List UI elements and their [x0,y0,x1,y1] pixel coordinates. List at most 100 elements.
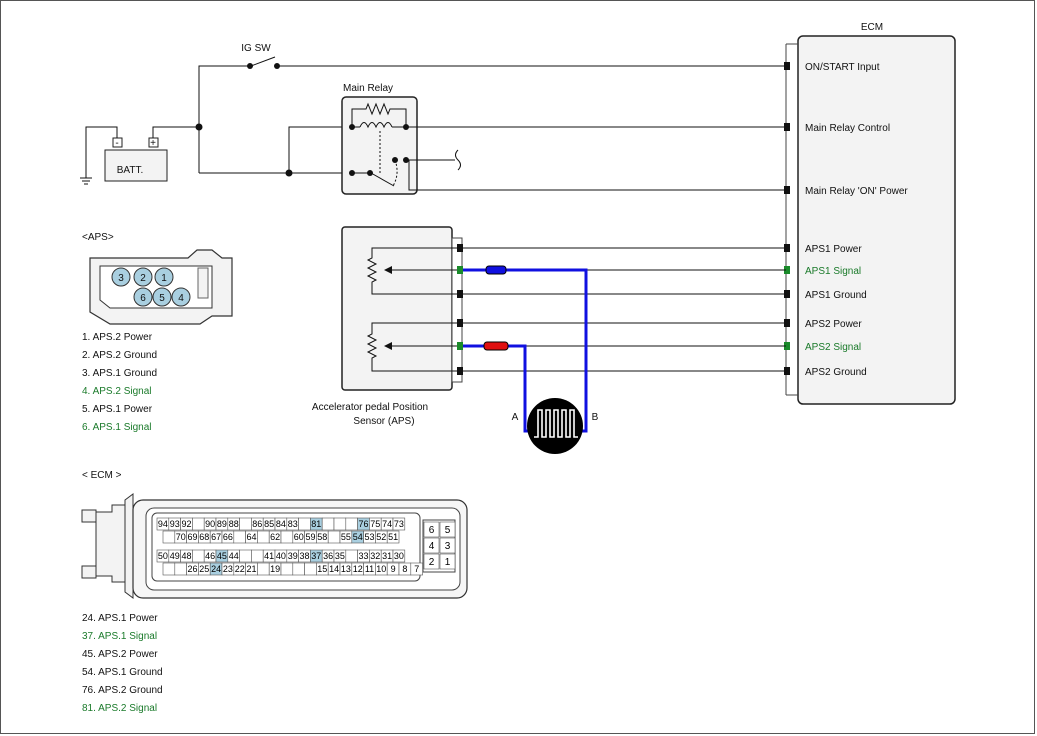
ecm-connector-pin-number: 10 [376,564,386,574]
ecm-connector-cell [392,549,406,563]
ecm-connector-cell [192,549,205,563]
legend-item: 81. APS.2 Signal [82,703,158,714]
ecm-connector-pin-number: 36 [323,551,333,561]
ecm-connector-pin-number: 31 [382,551,392,561]
legend-item: 76. APS.2 Ground [82,685,163,696]
ecm-connector-cell [304,562,317,576]
ecm-connector-cell [345,549,358,563]
ecm-connector-pin-number: 60 [294,532,304,542]
ecm-connector-pin-number: 4 [429,541,435,552]
ecm-pin-terminal [784,62,790,70]
ecm-connector-pin-number: 76 [358,519,368,529]
ecm-pin-terminal [784,244,790,252]
ecm-connector-pin-number: 6 [429,525,435,536]
ecm-pin-label: Main Relay 'ON' Power [805,186,908,197]
aps-pin [111,267,131,287]
ecm-pin-label: Main Relay Control [805,123,890,134]
legend-item: 54. APS.1 Ground [82,667,163,678]
ecm-connector-pin-number: 89 [217,519,227,529]
ig-switch-blade [250,56,276,67]
ecm-connector-pin-number: 62 [270,532,280,542]
ecm-connector-pin-number: 67 [211,532,221,542]
ecm-pin-label: APS1 Signal [805,266,861,277]
ecm-connector-pin-number: 14 [329,564,339,574]
ecm-connector-pin-number: 81 [311,519,321,529]
ecm-connector-pin-number: 68 [199,532,209,542]
ecm-connector-cell [257,530,270,544]
ecm-connector-header: < ECM > [82,470,122,481]
ecm-pin-terminal [784,290,790,298]
probe-a-clip [483,341,509,351]
ecm-connector-pin-number: 3 [445,541,451,552]
aps-sensor-label-line2: Sensor (APS) [353,416,414,427]
ecm-connector-pin-number: 12 [353,564,363,574]
ecm-connector-pin-number: 26 [187,564,197,574]
legend-item: 3. APS.1 Ground [82,368,158,379]
ecm-pin-label: APS1 Power [805,244,862,255]
ecm-connector-pin-number: 38 [299,551,309,561]
ecm-connector-pin-number: 53 [364,532,374,542]
ecm-box [797,35,956,405]
ecm-pin-label: APS2 Signal [805,342,861,353]
aps-connector-header: <APS> [82,232,114,243]
aps2-potentiometer-icon [366,322,458,372]
ecm-connector-pin-number: 73 [394,519,404,529]
ecm-connector-cell [423,537,440,554]
probe-a-wire [463,344,533,433]
aps-pin [133,267,153,287]
ecm-connector-pin-number: 11 [365,564,374,574]
ecm-connector-cell [239,517,252,531]
ecm-connector-pin-number: 92 [181,519,191,529]
legend-item: 5. APS.1 Power [82,404,153,415]
legend-item: 45. APS.2 Power [82,649,158,660]
aps-sensor-box [341,226,453,391]
ecm-connector-cell [280,562,294,576]
ecm-pin-terminal [784,342,790,350]
ecm-connector-icon [81,493,468,599]
aps1-potentiometer-icon [366,247,458,295]
ecm-pin-terminal [784,266,790,274]
ecm-connector-pin-number: 33 [358,551,368,561]
ecm-connector-pin-number: 66 [223,532,233,542]
probe-b-label: B [592,412,599,423]
ig-switch-contact-left [247,63,253,69]
ecm-connector-pin-number: 44 [229,551,239,561]
ecm-connector-cell [392,517,406,531]
ecm-connector-pin-number: 70 [176,532,186,542]
main-relay-box [341,96,418,195]
aps-pin-number: 1 [161,273,167,284]
ecm-pin-terminal [784,367,790,375]
ecm-connector-pin-number: 85 [264,519,274,529]
aps-pin [171,287,191,307]
ecm-connector-pin-number: 1 [445,557,451,568]
legend-item: 37. APS.1 Signal [82,631,158,642]
battery-minus: - [115,138,118,149]
ecm-connector-pin-number: 40 [276,551,286,561]
ecm-connector-cell [439,553,456,570]
ecm-connector-pin-number: 93 [170,519,180,529]
battery-label: BATT. [117,165,143,176]
ecm-connector-cell [439,537,456,554]
ecm-pin-terminal [784,123,790,131]
aps-pin-number: 2 [140,273,146,284]
ecm-connector-pin-number: 13 [341,564,351,574]
legend-item: 6. APS.1 Signal [82,422,152,433]
aps-pin [154,267,174,287]
ecm-connector-pin-number: 69 [187,532,197,542]
ecm-connector-pin-number: 7 [414,564,419,574]
ecm-connector-pin-number: 39 [288,551,298,561]
ecm-connector-cell [327,530,341,544]
ecm-connector-pin-number: 5 [445,525,451,536]
ecm-connector-pin-number: 9 [391,564,396,574]
ecm-connector-cell [233,530,246,544]
legend-item: 4. APS.2 Signal [82,386,152,397]
ecm-connector-pin-number: 86 [252,519,262,529]
ecm-connector-pin-number: 32 [370,551,380,561]
ecm-connector-cell [174,562,187,576]
ecm-pin-terminal [784,319,790,327]
aps-pin-number: 5 [159,293,165,304]
